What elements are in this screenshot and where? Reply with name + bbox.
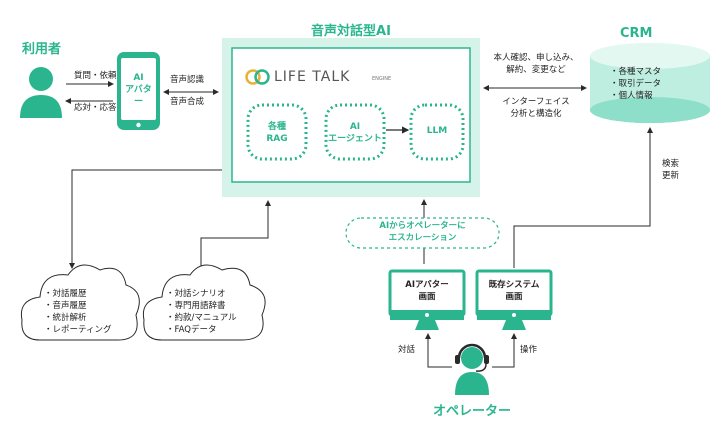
phone-icon <box>117 52 160 130</box>
rag-text: 各種 RAG <box>248 121 306 145</box>
crm-link-top-line2: 解約、変更など <box>506 65 566 75</box>
crm-items: ・各種マスタ ・取引データ ・個人情報 <box>610 66 661 102</box>
knowledge-connector <box>200 200 271 268</box>
crm-item: ・個人情報 <box>610 91 653 101</box>
monitor-right-line1: 既存システム <box>488 280 540 290</box>
agent-box <box>324 103 386 161</box>
crm-link-bottom: インターフェイス 分析と構造化 <box>486 96 586 120</box>
monitor-left-text: AIアバター 画面 <box>390 279 464 303</box>
crm-link-top-line1: 本人確認、申し込み、 <box>493 53 579 63</box>
crm-link-bottom-line1: インターフェイス <box>502 97 570 107</box>
main-box-title: 音声対話型AI <box>311 24 391 39</box>
monitor-left-line2: 画面 <box>418 292 436 302</box>
cloud-right-item: ・FAQデータ <box>166 325 217 335</box>
cloud-right-item: ・対話シナリオ <box>166 289 226 299</box>
monitor-left-line1: AIアバター <box>405 280 449 290</box>
cloud-right-item: ・約款/マニュアル <box>166 313 237 323</box>
agent-text: AI エージェント <box>326 121 384 145</box>
cloud-left-item: ・対話履歴 <box>44 289 87 299</box>
operator-label: オペレーター <box>432 404 511 419</box>
operate-arrow <box>492 333 517 368</box>
user-person-icon <box>20 67 62 118</box>
cloud-left-shape <box>20 264 140 341</box>
agent-line2: エージェント <box>328 134 382 144</box>
escalation-line2: エスカレーション <box>388 233 457 243</box>
operator-headset-icon <box>455 343 489 395</box>
crm-title: CRM <box>620 26 653 41</box>
dialog-label: 対話 <box>398 345 416 355</box>
monitor-right-text: 既存システム 画面 <box>477 279 551 303</box>
avatar-line1: AI <box>133 73 144 83</box>
request-label: 質問・依頼 <box>74 71 117 81</box>
monitor-left-icon <box>388 269 466 330</box>
user-label: 利用者 <box>22 42 62 57</box>
logo-text: LIFE TALK <box>274 69 351 85</box>
cloud-left-list: ・対話履歴 ・音声履歴 ・統計解析 ・レポーティング <box>44 288 112 336</box>
search-label: 検索 <box>662 159 680 169</box>
cloud-right-item: ・専門用語辞書 <box>166 301 226 311</box>
crm-link-top: 本人確認、申し込み、 解約、変更など <box>486 52 586 76</box>
monitor-right-icon <box>475 269 553 330</box>
rag-line1: 各種 <box>267 122 286 132</box>
logo-sub-text: ENGINE <box>372 76 392 82</box>
avatar-line2: アバター <box>125 85 152 107</box>
lifetalk-logo-icon <box>245 69 270 85</box>
llm-box <box>409 103 465 161</box>
operate-label: 操作 <box>520 345 538 355</box>
update-label: 更新 <box>662 171 680 181</box>
monitor-right-line2: 画面 <box>505 292 523 302</box>
escalation-line1: AIからオペレーターに <box>379 221 466 231</box>
rag-box <box>246 103 308 161</box>
agent-line1: AI <box>349 122 361 132</box>
history-connector <box>69 169 222 269</box>
cloud-right-shape <box>142 264 266 341</box>
crm-link-bottom-line2: 分析と構造化 <box>510 109 562 119</box>
cloud-left-item: ・音声履歴 <box>44 301 87 311</box>
speech-recognition-label: 音声認識 <box>170 75 205 85</box>
avatar-screen-text: AI アバター <box>121 72 156 108</box>
cloud-left-item: ・統計解析 <box>44 313 87 323</box>
crm-item: ・取引データ <box>610 79 662 89</box>
system-crm-arrow <box>513 127 653 268</box>
response-label: 応対・応答 <box>74 103 117 113</box>
escalation-text: AIからオペレーターに エスカレーション <box>346 220 499 244</box>
search-update-label: 検索 更新 <box>662 158 679 182</box>
escalation-pill <box>345 217 500 249</box>
engine-box <box>231 47 471 183</box>
crm-database-icon <box>590 43 710 123</box>
rag-line2: RAG <box>266 134 288 144</box>
llm-text: LLM <box>426 126 448 136</box>
cloud-left-item: ・レポーティング <box>44 325 112 335</box>
cloud-right-list: ・対話シナリオ ・専門用語辞書 ・約款/マニュアル ・FAQデータ <box>166 288 237 336</box>
dialog-arrow <box>425 333 452 368</box>
crm-item: ・各種マスタ <box>610 67 662 77</box>
speech-synthesis-label: 音声合成 <box>170 97 205 107</box>
